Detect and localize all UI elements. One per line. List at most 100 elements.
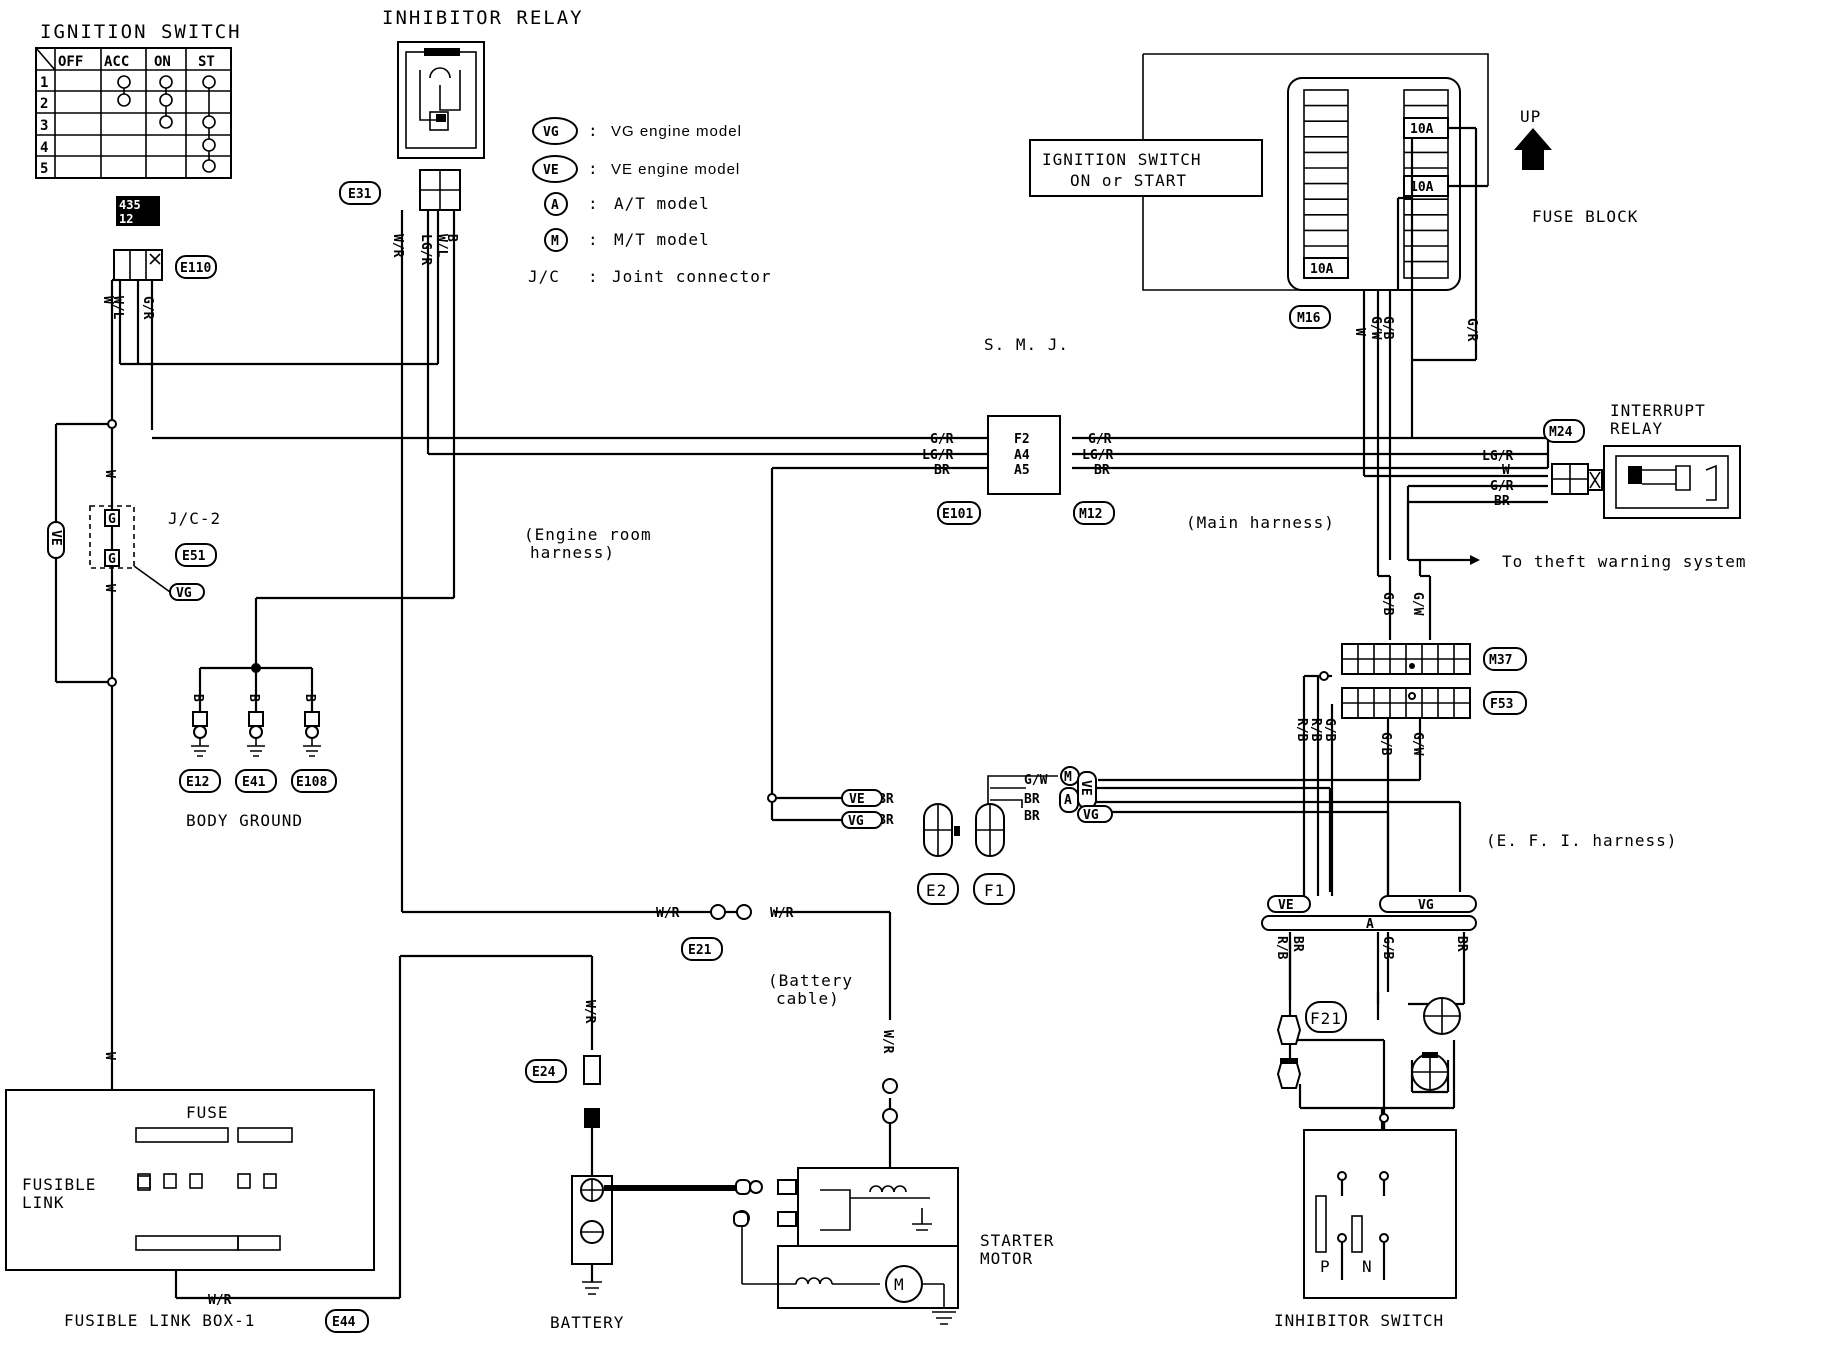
row-2: 2 xyxy=(40,96,48,112)
wire-wr-starter: W/R xyxy=(880,1030,895,1054)
connector-m37: M37 xyxy=(1341,643,1527,675)
legend-text-ve: VE engine model xyxy=(611,161,740,178)
wire-b-3: B xyxy=(302,694,317,702)
wire-wr-e21a: W/R xyxy=(656,906,680,921)
col-off: OFF xyxy=(58,54,83,70)
connector-e2-f1: VE VG E2 F1 M A VE VG xyxy=(841,766,1113,905)
wire-rb-f21: R/B xyxy=(1274,936,1289,960)
interrupt-relay-title-1: INTERRUPT xyxy=(1610,401,1706,420)
theft-label: To theft warning system xyxy=(1502,552,1747,571)
ignition-switch-title: IGNITION SWITCH xyxy=(40,21,242,43)
f53-label: F53 xyxy=(1490,697,1513,712)
legend-text-m: M/T model xyxy=(614,230,710,249)
wire-br-right: BR xyxy=(1094,463,1110,478)
inhibitor-switch-title: INHIBITOR SWITCH xyxy=(1274,1311,1444,1330)
engine-room-label-1: (Engine room xyxy=(524,525,652,544)
efi-ve-tag: VE xyxy=(1278,898,1294,913)
legend-text-a: A/T model xyxy=(614,194,710,213)
m16-label: M16 xyxy=(1297,311,1321,326)
interrupt-relay-title-2: RELAY xyxy=(1610,419,1663,438)
wire-rb2-f53: R/B xyxy=(1308,718,1323,742)
pin-bottom-numbers: 12 xyxy=(119,212,133,226)
wire-labels: W/L G/R W W/R LG/R W/L B W W W B B B G/R… xyxy=(100,234,1514,1308)
inhibitor-switch: P N INHIBITOR SWITCH xyxy=(1274,1129,1457,1330)
efi-harness-label: (E. F. I. harness) xyxy=(1486,831,1677,850)
wire-gr-e110: G/R xyxy=(140,296,155,320)
wire-gr-ir: G/R xyxy=(1490,479,1514,494)
battery-cable-label-2: cable) xyxy=(776,989,840,1008)
e41-label: E41 xyxy=(242,775,266,790)
ign-on-start-line1: IGNITION SWITCH xyxy=(1042,150,1202,169)
f1-a-tag: A xyxy=(1064,793,1072,808)
connector-e110: E110 xyxy=(113,249,217,281)
joint-connector-jc2: G G J/C-2 E51 VG VE xyxy=(47,505,221,601)
m37-label: M37 xyxy=(1489,653,1512,668)
e2-label: E2 xyxy=(926,881,947,900)
e101-label: E101 xyxy=(942,507,973,522)
theft-arrow: To theft warning system xyxy=(1456,552,1747,571)
e31-label: E31 xyxy=(348,187,372,202)
fuse-10a-left: 10A xyxy=(1310,262,1334,277)
battery-label: BATTERY xyxy=(550,1313,624,1332)
wire-w-1: W xyxy=(102,470,117,478)
wire-br2-f21: BR xyxy=(1454,936,1469,952)
e12-label: E12 xyxy=(186,775,209,790)
wire-wr-link: W/R xyxy=(208,1293,232,1308)
wire-gr-left: G/R xyxy=(930,432,954,447)
wire-b-e31: B xyxy=(444,234,459,242)
smj-title: S. M. J. xyxy=(984,335,1069,354)
interrupt-relay: M24 xyxy=(1543,419,1741,519)
wire-wr-e24: W/R xyxy=(582,1000,597,1024)
wire-wl-e31: W/L xyxy=(434,234,449,258)
wire-lgr-right: LG/R xyxy=(1082,448,1113,463)
connector-f53: F53 xyxy=(1341,687,1527,719)
ignition-switch-table: OFF ACC ON ST 1 2 3 4 5 xyxy=(35,47,232,179)
splice-points xyxy=(107,419,1389,1286)
wire-gb-fb: G/B xyxy=(1380,316,1395,340)
fuse-10a-top: 10A xyxy=(1410,122,1434,137)
smj-pin-f2: F2 xyxy=(1014,432,1030,447)
starter-motor-m: M xyxy=(894,1275,905,1294)
legend-code-ve: VE xyxy=(543,163,559,178)
ignition-on-start-box: IGNITION SWITCH ON or START xyxy=(1029,139,1263,197)
legend-sep-ve: : xyxy=(588,159,599,178)
smj-pin-a5: A5 xyxy=(1014,463,1030,478)
e21-label: E21 xyxy=(688,943,712,958)
wire-br-f1b: BR xyxy=(1024,809,1040,824)
body-ground-label: BODY GROUND xyxy=(186,811,303,830)
up-label: UP xyxy=(1520,107,1541,126)
f1-m-tag: M xyxy=(1064,770,1072,785)
connector-e31: E31 xyxy=(339,169,461,211)
wire-gw-m37: G/W xyxy=(1410,592,1425,616)
ign-on-start-line2: ON or START xyxy=(1070,171,1187,190)
col-on: ON xyxy=(154,54,171,70)
jc2-pin-top: G xyxy=(108,512,116,527)
wire-gw2-f53: G/W xyxy=(1410,732,1425,756)
inhibitor-relay-title: INHIBITOR RELAY xyxy=(382,7,584,29)
f1-vg-tag: VG xyxy=(1083,808,1099,823)
inhibitor-n-label: N xyxy=(1362,1257,1373,1276)
wire-gb-f21: G/B xyxy=(1380,936,1395,960)
fusible-link-label-1: FUSIBLE xyxy=(22,1175,96,1194)
jc2-ve-tag: VE xyxy=(48,530,63,546)
wire-w-fb: W xyxy=(1352,328,1367,336)
fuse-10a-mid: 10A xyxy=(1410,180,1434,195)
connector-e24: E24 xyxy=(525,1055,601,1128)
starter-motor: M STARTER MOTOR xyxy=(733,1078,1053,1325)
row-1: 1 xyxy=(40,75,48,91)
legend-sep-a: : xyxy=(588,194,599,213)
wire-gw-fb: G/W xyxy=(1368,316,1383,340)
engine-room-label-2: harness) xyxy=(530,543,615,562)
jc2-label: J/C-2 xyxy=(168,509,221,528)
wire-lgr-ir: LG/R xyxy=(1482,449,1513,464)
wire-rb-f53: R/B xyxy=(1294,718,1309,742)
row-3: 3 xyxy=(40,118,48,134)
f1-label: F1 xyxy=(984,881,1005,900)
fusible-link-label-2: LINK xyxy=(22,1193,65,1212)
main-harness-label: (Main harness) xyxy=(1186,513,1335,532)
smj-connector: F2 A4 A5 E101 M12 xyxy=(937,415,1115,525)
wire-w-e110: W xyxy=(100,296,115,304)
wire-lgr-left: LG/R xyxy=(922,448,953,463)
wire-wr-e31: W/R xyxy=(390,234,405,258)
